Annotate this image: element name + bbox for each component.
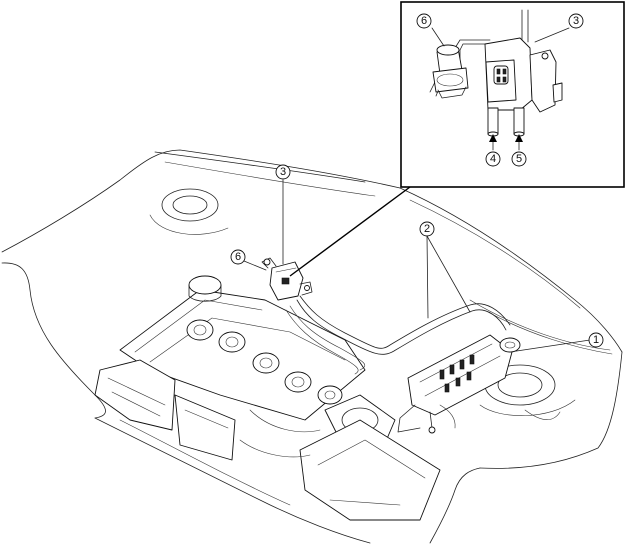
callout-6-main: 6	[230, 249, 246, 265]
callout-2: 2	[419, 221, 435, 237]
inset-detail-box	[289, 1, 625, 277]
callout-4-inset: 4	[485, 151, 501, 167]
evap-hoses	[285, 295, 511, 375]
callout-6-inset: 6	[416, 13, 432, 29]
svg-text:3: 3	[280, 166, 286, 178]
charcoal-canister	[397, 334, 521, 434]
svg-text:6: 6	[421, 15, 427, 27]
purge-solenoid-valve-installed	[261, 257, 313, 301]
svg-text:1: 1	[593, 334, 599, 346]
svg-text:6: 6	[235, 251, 241, 263]
leader-lines	[243, 27, 591, 353]
svg-text:3: 3	[573, 15, 579, 27]
svg-text:5: 5	[516, 153, 522, 165]
exhaust-ports	[186, 319, 343, 405]
svg-text:2: 2	[424, 223, 430, 235]
engine-assembly	[94, 275, 441, 521]
svg-text:4: 4	[490, 153, 496, 165]
callout-5-inset: 5	[511, 151, 527, 167]
callout-3-main: 3	[275, 164, 291, 180]
callout-3-inset: 3	[568, 13, 584, 29]
callout-1: 1	[588, 332, 604, 348]
